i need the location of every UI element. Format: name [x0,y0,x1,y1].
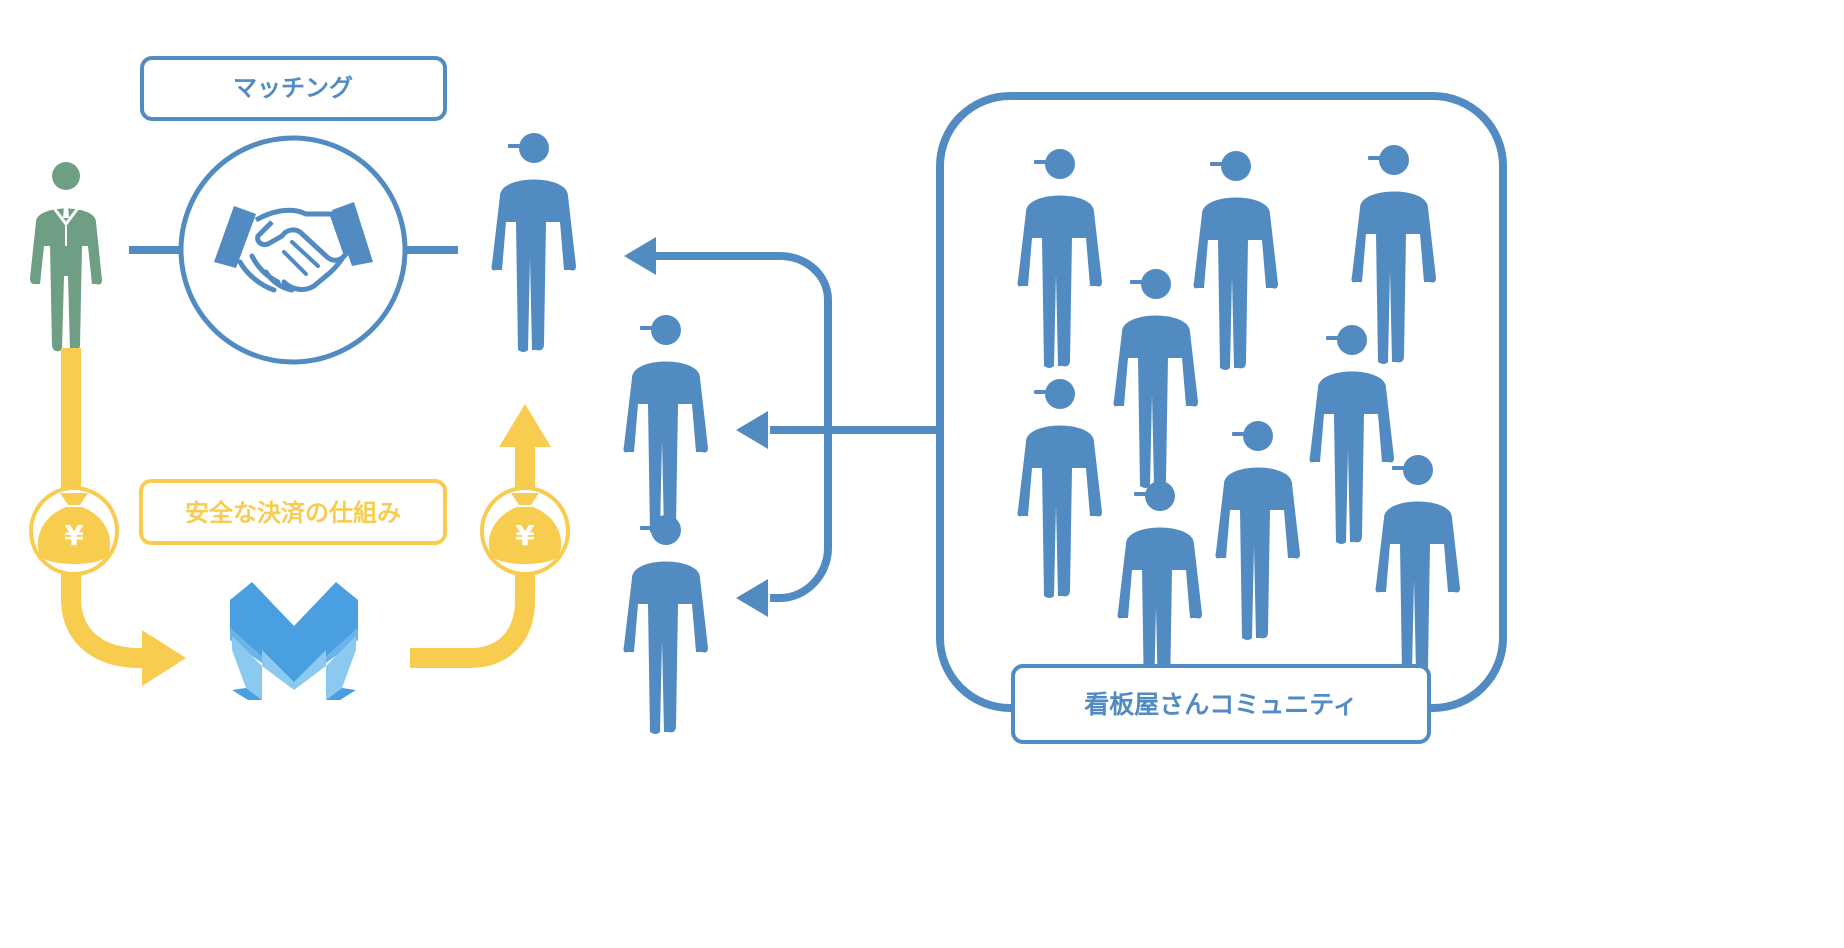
matching-label-box [140,56,447,121]
handshake-icon [178,135,408,365]
client-person-icon [28,160,104,353]
branch-arrow-lower [770,430,832,602]
arrowhead-lower [736,579,768,617]
payment-label: 安全な決済の仕組み [185,499,401,527]
payment-arrowhead-right [142,630,186,686]
money-bag-icon-left: ¥ [29,486,119,576]
payment-flow-arrow-right [410,440,535,668]
arrowhead-middle [736,411,768,449]
branch-arrow-upper [655,252,832,430]
svg-text:¥: ¥ [515,519,535,552]
payment-label-box [139,479,447,545]
m-logo-icon [230,582,358,700]
svg-text:¥: ¥ [64,519,84,552]
money-bag-icon-right: ¥ [480,486,570,576]
selected-worker-icon [623,515,708,734]
arrowhead-upper [624,237,656,275]
community-label-box [1011,664,1431,744]
community-label: 看板屋さんコミュニティ [1084,690,1358,719]
payment-arrowhead-up [499,404,551,447]
selected-worker-icon [623,315,708,534]
matching-label: マッチング [233,74,353,102]
payment-flow-arrow-left [61,348,150,668]
matched-worker-icon [491,133,576,352]
